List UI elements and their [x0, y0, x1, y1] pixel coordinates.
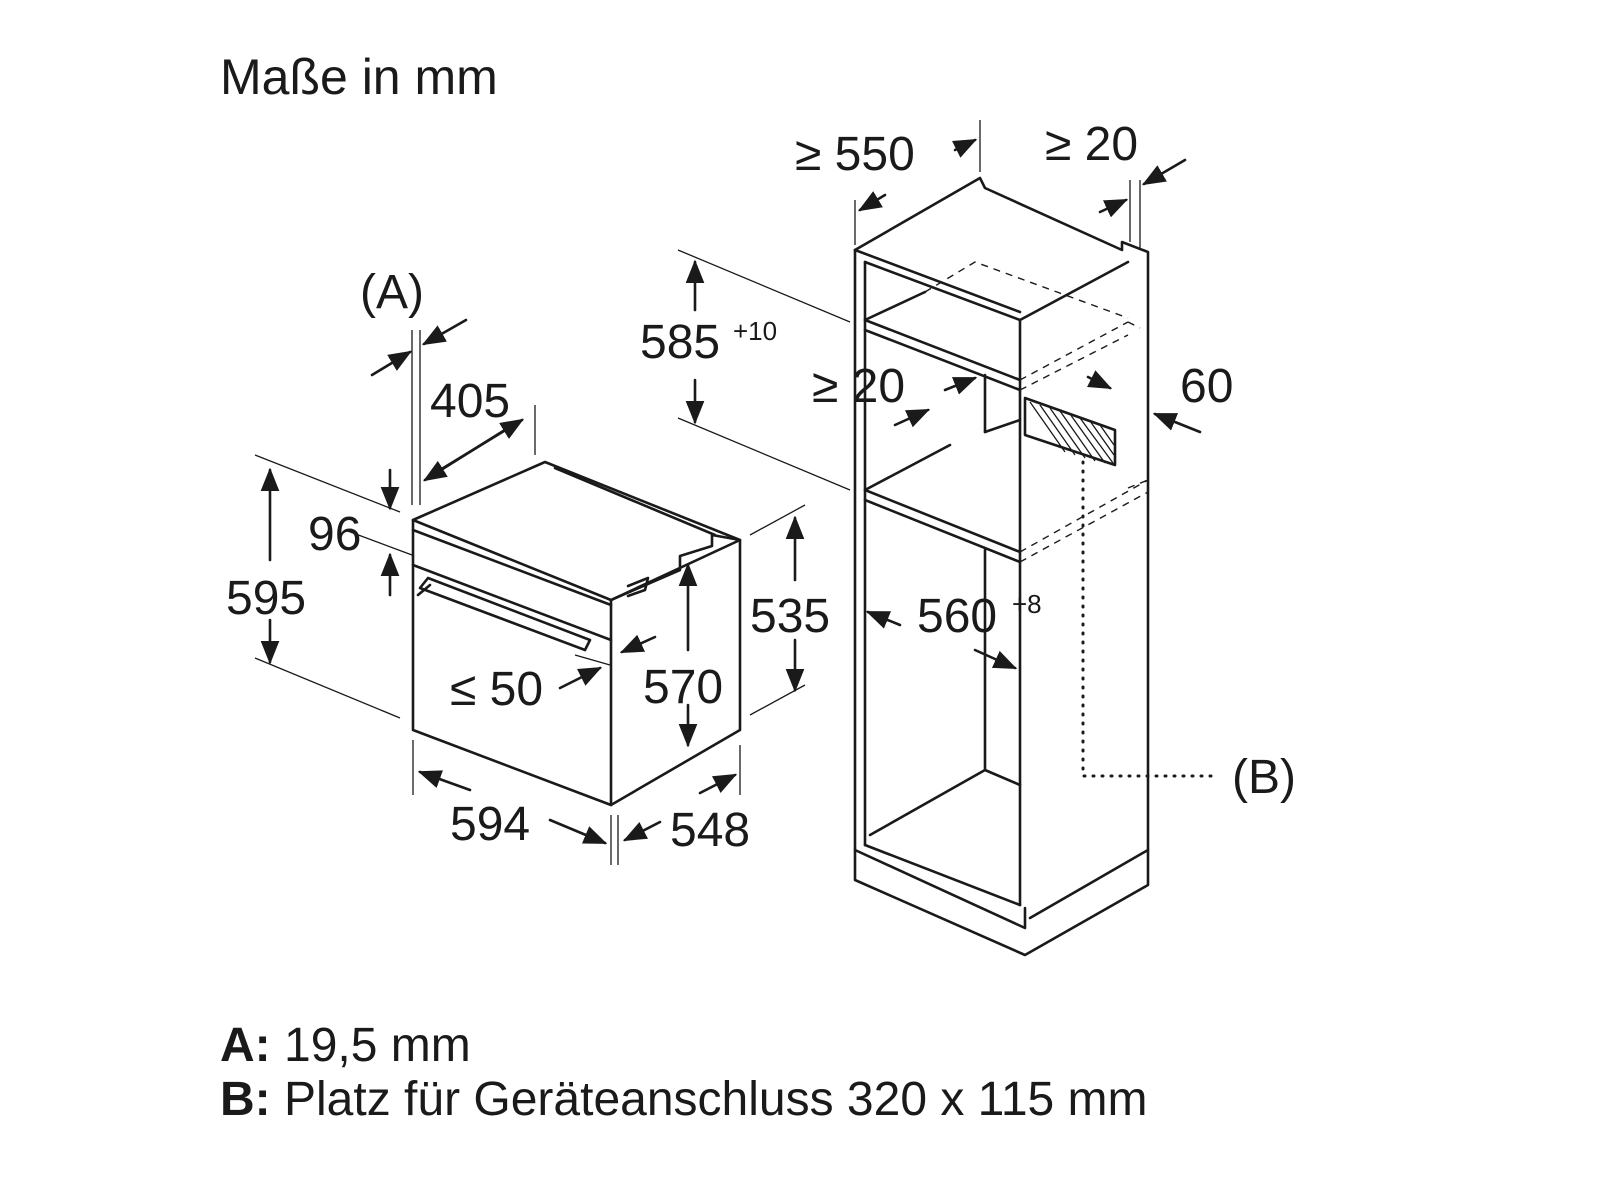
- dim-535-lines: [749, 504, 806, 716]
- dim-ge550-lines: [854, 120, 981, 245]
- dim-ge550: ≥ 550: [795, 128, 915, 181]
- label-b: (B): [1232, 751, 1296, 804]
- dim-594: 594: [450, 798, 530, 851]
- dim-548-lines: [617, 745, 741, 865]
- dim-570: 570: [643, 661, 723, 714]
- legend-row-b: B: Platz für Geräteanschluss 320 x 115 m…: [220, 1072, 1148, 1127]
- dim-585-lines: [677, 249, 851, 491]
- oven-drawing: [411, 460, 742, 807]
- dim-560-tolerance: +8: [1012, 589, 1042, 619]
- legend-row-a: A: 19,5 mm: [220, 1018, 471, 1073]
- dim-560-lines: [865, 610, 1018, 670]
- dim-ge20-mid-lines: [893, 376, 978, 428]
- dim-a-lines: [370, 318, 468, 505]
- label-a: (A): [360, 266, 424, 319]
- dim-le50: ≤ 50: [450, 663, 543, 716]
- dim-548: 548: [670, 804, 750, 857]
- dim-ge20-top-lines: [1098, 158, 1187, 250]
- dim-96: 96: [308, 508, 361, 561]
- dim-585-tolerance: +10: [733, 316, 777, 346]
- page-title: Maße in mm: [220, 49, 498, 105]
- legend-key-a: A:: [220, 1019, 271, 1072]
- dim-96-lines: [344, 468, 413, 597]
- dim-405-lines: [423, 405, 536, 482]
- legend-key-b: B:: [220, 1073, 271, 1126]
- dim-595: 595: [226, 572, 306, 625]
- dim-585: 585: [640, 316, 720, 369]
- dim-560: 560: [917, 590, 997, 643]
- dim-le50-lines: [558, 634, 657, 690]
- dim-ge20-top: ≥ 20: [1045, 118, 1138, 171]
- dim-594-lines: [412, 740, 612, 865]
- legend-text-a: 19,5 mm: [284, 1019, 471, 1072]
- dim-405: 405: [430, 375, 510, 428]
- dim-595-lines: [254, 454, 401, 719]
- legend-text-b: Platz für Geräteanschluss 320 x 115 mm: [284, 1073, 1148, 1126]
- cabinet-drawing: [853, 176, 1217, 957]
- dim-ge20-mid: ≥ 20: [812, 360, 905, 413]
- dim-60: 60: [1180, 360, 1233, 413]
- dim-60-lines: [1086, 370, 1202, 434]
- dim-535: 535: [750, 590, 830, 643]
